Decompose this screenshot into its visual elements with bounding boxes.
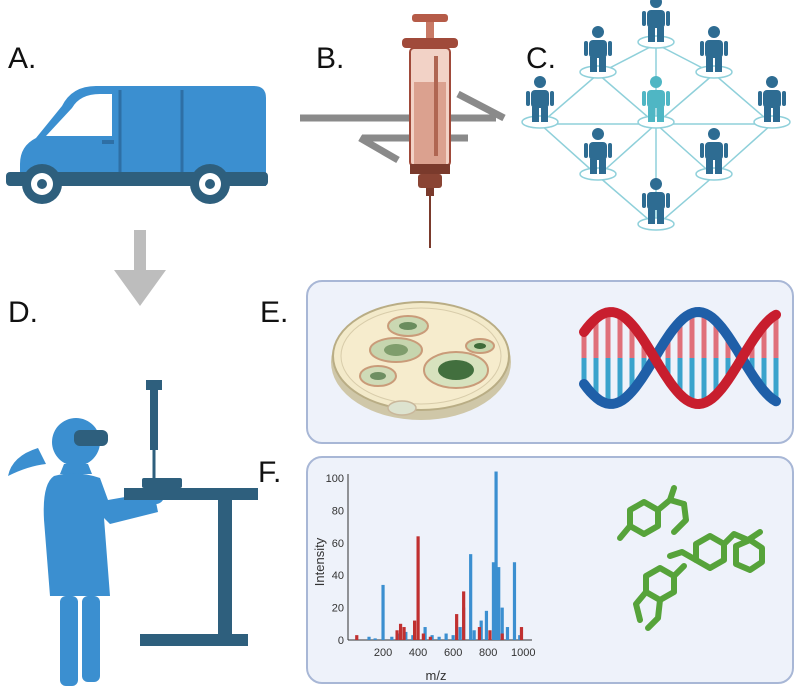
spectrum-bar [404, 631, 408, 640]
person-icon [637, 0, 675, 49]
x-tick-label: 200 [374, 647, 392, 659]
spectrum-bar [412, 620, 417, 640]
person-icon [637, 178, 675, 231]
spectrum-bar [458, 627, 462, 640]
person-icon [521, 76, 559, 129]
spectrum-bar [430, 635, 434, 640]
label-c: C. [526, 42, 556, 75]
spectrum-bar [444, 633, 448, 640]
spectrum-bar [390, 636, 394, 640]
person-icon [579, 128, 617, 181]
x-axis-title: m/z [426, 668, 447, 683]
petri-dish-icon [331, 301, 511, 420]
spectrum-bar [423, 627, 427, 640]
spectrum-bar [355, 635, 359, 640]
y-tick-label: 100 [326, 473, 344, 485]
people-network-icon [521, 0, 791, 231]
spectrum-bar [367, 636, 371, 640]
spectrum-bar [469, 554, 473, 640]
spectrum-bar [491, 562, 496, 640]
dna-strand [579, 307, 781, 410]
spectrum-bar [373, 638, 377, 640]
spectrum-bar [411, 635, 415, 640]
spectrum-bar [462, 591, 466, 640]
spectrum-bar [421, 633, 425, 640]
spectrum-bar [397, 633, 401, 640]
delivery-van-icon [6, 86, 268, 204]
person-icon [695, 26, 733, 79]
x-tick-label: 800 [479, 647, 497, 659]
dna-helix-icon [579, 306, 781, 410]
spectrum-bar [428, 636, 432, 640]
label-e: E. [260, 296, 289, 329]
spectrum-bar [500, 607, 504, 640]
syringe-icon [402, 14, 458, 248]
person-icon [579, 26, 617, 79]
spectrum-bar [512, 562, 517, 640]
y-tick-label: 20 [332, 603, 344, 615]
spectrum-bar [472, 630, 476, 640]
spectrum-bar [477, 627, 482, 640]
person-icon [753, 76, 791, 129]
spectrum-bar [455, 614, 459, 640]
spectrum-bar [519, 627, 524, 640]
spectrum-bar [381, 584, 385, 640]
x-tick-label: 400 [409, 647, 427, 659]
mass-spectrum-chart: 200 400 600 800 1000 0 20 40 60 80 100 m/z Intensi… [312, 471, 535, 683]
arrow-down-icon [114, 230, 166, 306]
person-icon [695, 128, 733, 181]
spectrum-bar [518, 635, 522, 640]
spectrum-bar [402, 627, 406, 640]
label-f: F. [258, 456, 282, 489]
spectrum-bar [494, 471, 498, 640]
spectrum-bar [479, 620, 483, 640]
y-axis-title: Intensity [312, 537, 327, 586]
x-tick-label: 1000 [511, 647, 535, 659]
spectrum-bar [488, 630, 492, 640]
molecule-structure-icon [617, 485, 765, 631]
y-tick-label: 0 [338, 635, 344, 647]
spectrum-bar [451, 635, 455, 640]
scientist-pipette-icon [8, 380, 258, 686]
spectrum-bar [505, 627, 510, 640]
y-tick-label: 40 [332, 570, 344, 582]
spectrum-bar [500, 633, 504, 640]
spectrum-bar [437, 636, 441, 640]
spectrum-bar [497, 567, 501, 640]
spectrum-bar [395, 630, 399, 640]
label-b: B. [316, 42, 345, 75]
spectrum-bar [416, 536, 420, 640]
person-icon [637, 76, 675, 129]
label-a: A. [8, 42, 37, 75]
y-tick-label: 60 [332, 538, 344, 550]
spectrum-bar [398, 623, 403, 640]
panel-f [306, 456, 794, 684]
spectrum-bar [484, 610, 489, 640]
x-tick-label: 600 [444, 647, 462, 659]
y-tick-label: 80 [332, 505, 344, 517]
label-d: D. [8, 296, 38, 329]
